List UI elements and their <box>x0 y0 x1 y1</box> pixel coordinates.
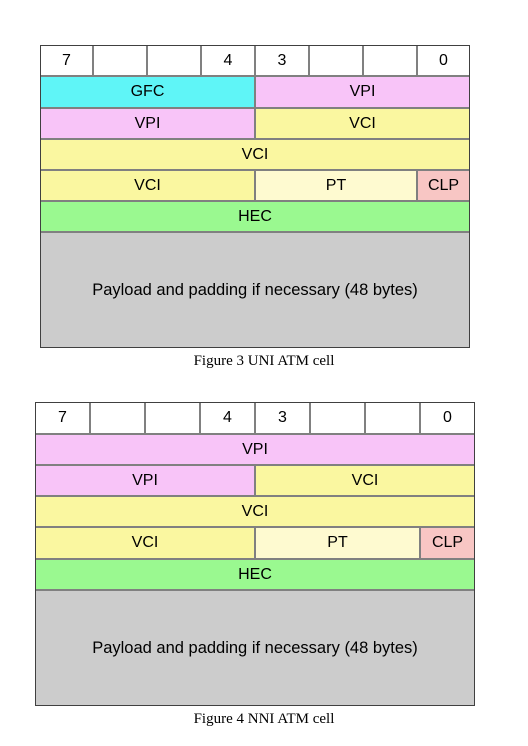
fig3-bit-2 <box>309 45 363 76</box>
fig3-bit-5 <box>147 45 201 76</box>
fig4-vci-field-lower: VCI <box>35 527 255 559</box>
fig4-payload-field: Payload and padding if necessary (48 byt… <box>35 590 475 706</box>
fig4-vci-field-upper: VCI <box>255 465 475 496</box>
fig3-pt-field: PT <box>255 170 417 201</box>
fig3-bit-3: 3 <box>255 45 309 76</box>
fig3-gfc-field: GFC <box>40 76 255 108</box>
fig4-bit-3: 3 <box>255 402 310 434</box>
fig3-bit-7: 7 <box>40 45 93 76</box>
fig3-vci-field-lower: VCI <box>40 170 255 201</box>
fig4-pt-field: PT <box>255 527 420 559</box>
fig3-bit-0: 0 <box>417 45 470 76</box>
fig4-hec-field: HEC <box>35 559 475 590</box>
fig4-vpi-field-lower: VPI <box>35 465 255 496</box>
fig4-bit-2 <box>310 402 365 434</box>
fig3-bit-4: 4 <box>201 45 255 76</box>
fig3-vpi-field-upper: VPI <box>255 76 470 108</box>
fig3-vpi-field-lower: VPI <box>40 108 255 139</box>
fig3-caption: Figure 3 UNI ATM cell <box>193 353 335 369</box>
fig3-vci-field-middle: VCI <box>40 139 470 170</box>
fig4-bit-0: 0 <box>420 402 475 434</box>
fig3-hec-field: HEC <box>40 201 470 232</box>
fig3-clp-field: CLP <box>417 170 470 201</box>
fig4-bit-7: 7 <box>35 402 90 434</box>
fig3-vci-field-upper: VCI <box>255 108 470 139</box>
fig4-bit-1 <box>365 402 420 434</box>
fig3-bit-1 <box>363 45 417 76</box>
fig3-bit-6 <box>93 45 147 76</box>
fig4-vci-field-middle: VCI <box>35 496 475 527</box>
fig3-payload-field: Payload and padding if necessary (48 byt… <box>40 232 470 348</box>
fig4-bit-6 <box>90 402 145 434</box>
fig4-bit-4: 4 <box>200 402 255 434</box>
fig4-bit-5 <box>145 402 200 434</box>
fig4-caption: Figure 4 NNI ATM cell <box>193 711 335 727</box>
fig4-vpi-field-upper: VPI <box>35 434 475 465</box>
fig4-clp-field: CLP <box>420 527 475 559</box>
